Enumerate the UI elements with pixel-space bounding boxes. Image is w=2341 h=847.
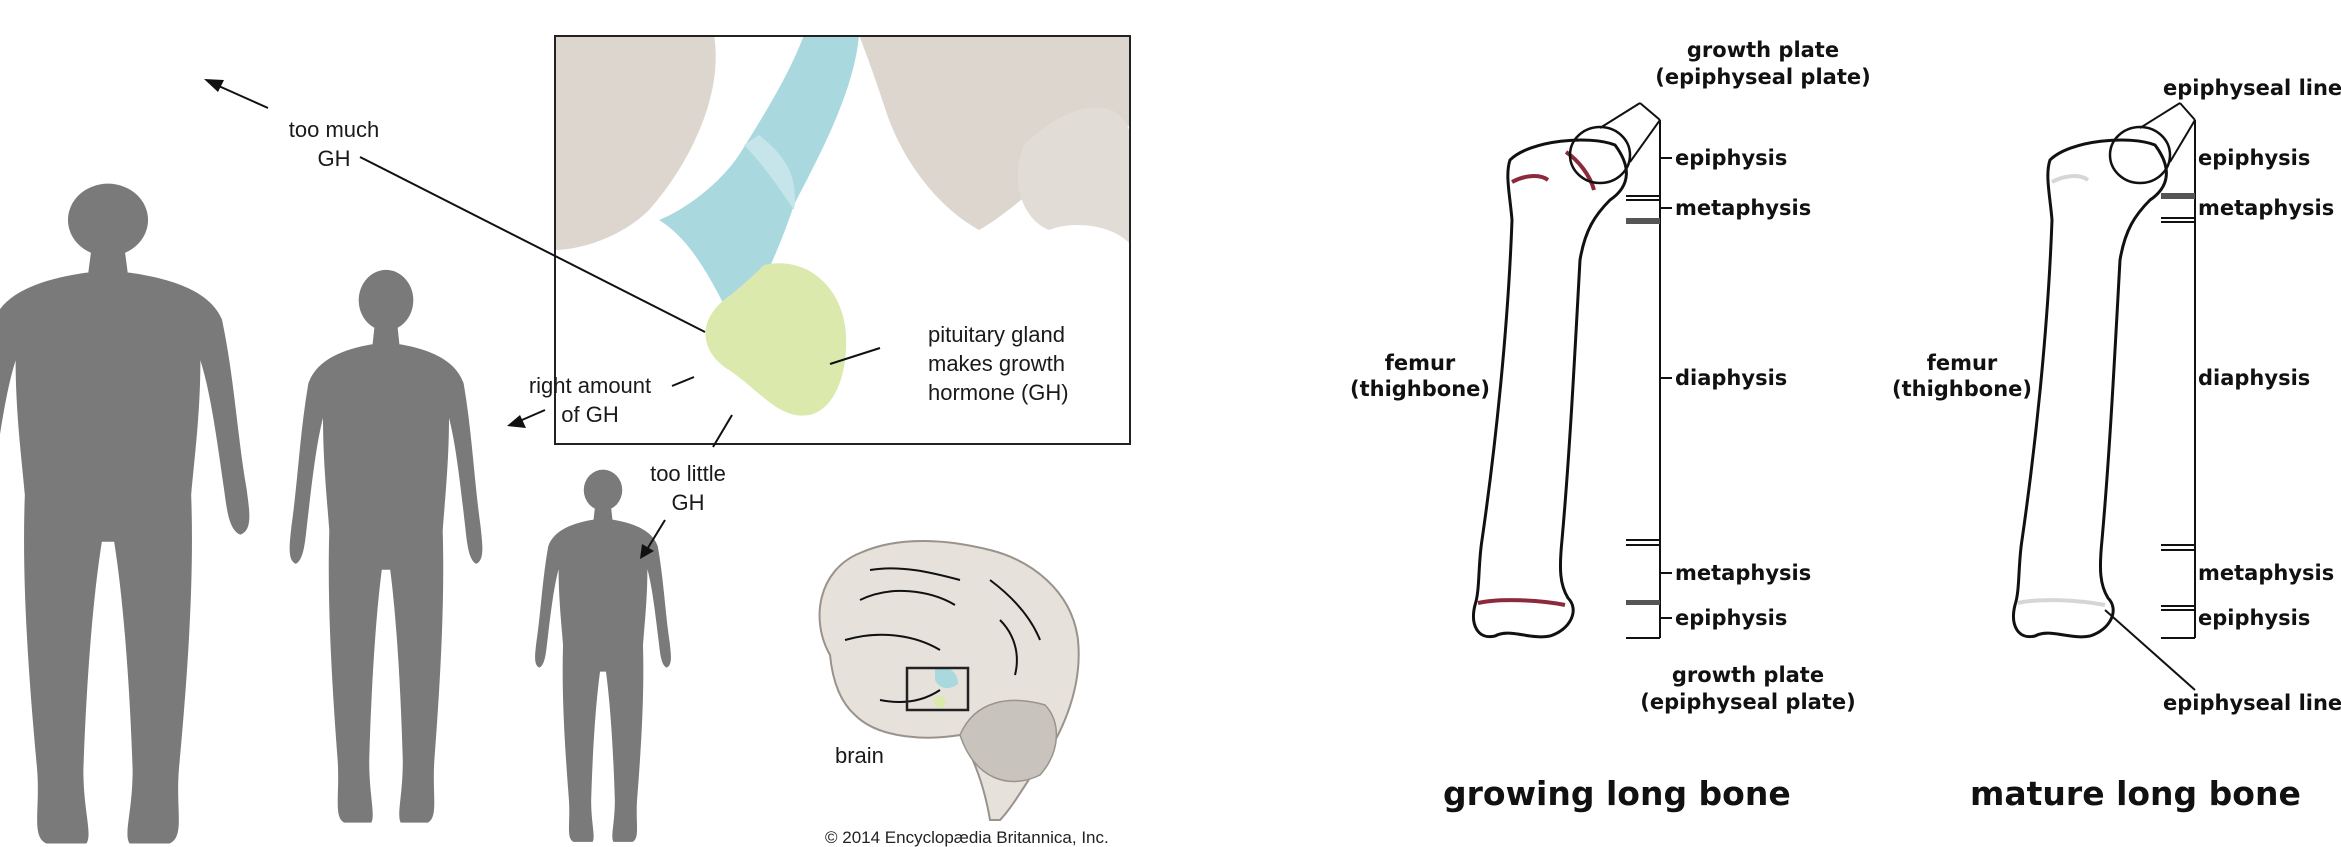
label-mature-metaphysis-bottom: metaphysis: [2198, 561, 2334, 585]
label-pituitary-gland: pituitary gland makes growth hormone (GH): [928, 322, 1069, 405]
label-epiphyseal-line-top: epiphyseal line: [2163, 76, 2341, 100]
silhouette-too-much-gh: [0, 184, 249, 844]
label-mature-femur-line: (thighbone): [1892, 377, 2032, 401]
label-too-little-gh-line: GH: [672, 490, 705, 515]
caption-mature-long-bone: mature long bone: [1970, 774, 2301, 813]
label-right-amount-gh-line: of GH: [561, 402, 618, 427]
label-growing-epiphysis-bottom: epiphysis: [1675, 606, 1787, 630]
growing-scale: [1626, 120, 1672, 638]
label-brain: brain: [835, 743, 884, 768]
label-growing-metaphysis-top: metaphysis: [1675, 196, 1811, 220]
label-too-little-gh-line: too little: [650, 461, 726, 486]
label-growth-plate-top-line: (epiphyseal plate): [1655, 65, 1870, 89]
label-mature-femur-line: femur: [1927, 351, 1998, 375]
growing-femur: [1474, 103, 1660, 637]
mature-scale: [2161, 120, 2195, 638]
label-growing-femur-line: femur: [1385, 351, 1456, 375]
label-growth-plate-bottom-line: (epiphyseal plate): [1640, 690, 1855, 714]
silhouette-right-amount-gh: [290, 270, 483, 823]
label-mature-femur: femur(thighbone): [1892, 351, 2032, 401]
label-mature-diaphysis: diaphysis: [2198, 366, 2310, 390]
label-too-much-gh-line: GH: [318, 146, 351, 171]
silhouette-too-little-gh: [535, 470, 671, 842]
label-mature-metaphysis-top: metaphysis: [2198, 196, 2334, 220]
label-right-amount-gh-line: right amount: [529, 373, 651, 398]
label-growing-epiphysis-top: epiphysis: [1675, 146, 1787, 170]
label-pituitary-gland-line: makes growth: [928, 351, 1065, 376]
label-growing-metaphysis-bottom: metaphysis: [1675, 561, 1811, 585]
label-epiphyseal-line-bottom: epiphyseal line: [2163, 691, 2341, 715]
caption-growing-long-bone: growing long bone: [1443, 774, 1791, 813]
label-growing-diaphysis: diaphysis: [1675, 366, 1787, 390]
mature-femur: [2014, 103, 2195, 690]
label-growth-plate-bottom-line: growth plate: [1672, 663, 1824, 687]
label-mature-epiphysis-bottom: epiphysis: [2198, 606, 2310, 630]
copyright-notice: © 2014 Encyclopædia Britannica, Inc.: [825, 828, 1109, 847]
label-mature-epiphysis-top: epiphysis: [2198, 146, 2310, 170]
label-pituitary-gland-line: hormone (GH): [928, 380, 1069, 405]
label-growth-plate-bottom: growth plate (epiphyseal plate): [1640, 663, 1855, 714]
label-pituitary-gland-line: pituitary gland: [928, 322, 1065, 347]
brain-illustration: [820, 541, 1079, 820]
label-too-much-gh-line: too much: [289, 117, 380, 142]
label-growing-femur-line: (thighbone): [1350, 377, 1490, 401]
label-growth-plate-top: growth plate (epiphyseal plate): [1655, 38, 1870, 89]
label-growth-plate-top-line: growth plate: [1687, 38, 1839, 62]
label-growing-femur: femur(thighbone): [1350, 351, 1490, 401]
